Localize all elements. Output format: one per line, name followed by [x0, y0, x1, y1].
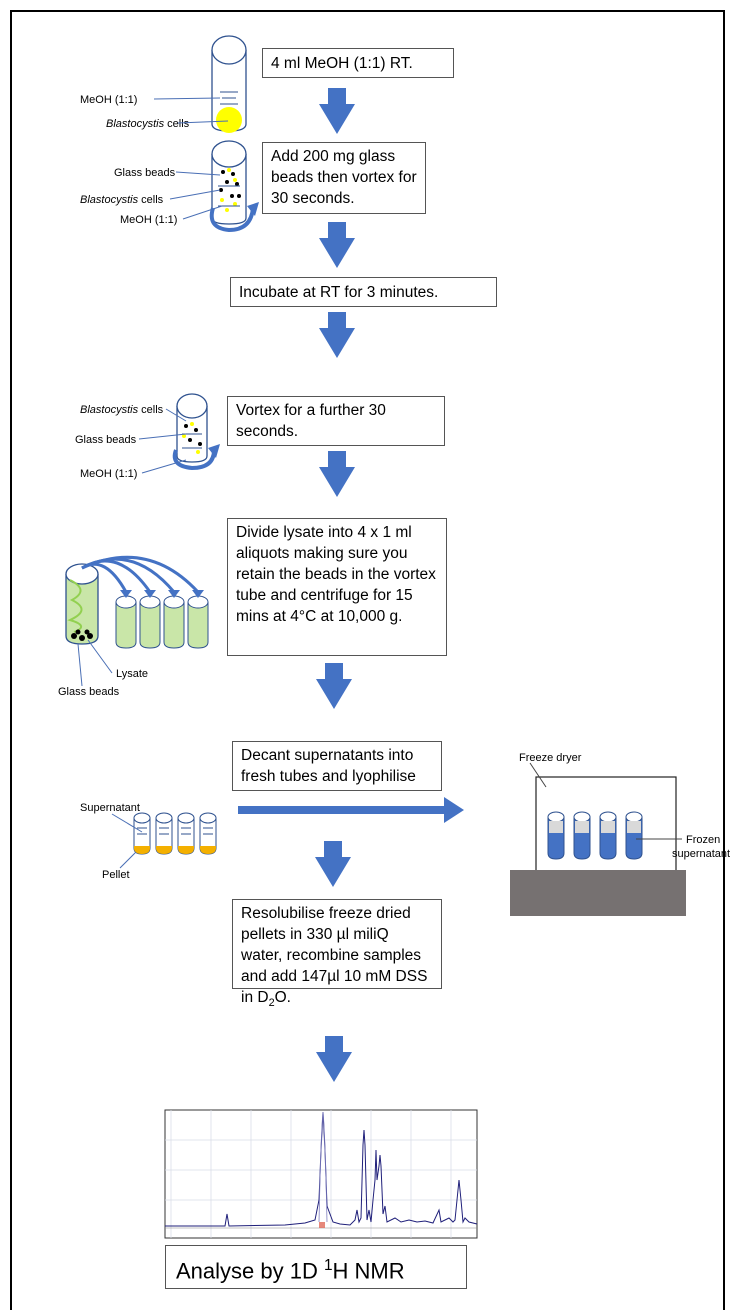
label-meoh-1: MeOH (1:1)	[80, 94, 138, 106]
step-text-resolubilise: Resolubilise freeze dried pellets in 330…	[241, 905, 428, 1006]
supernatant-pellet-tubes	[133, 812, 217, 855]
leader-lines-5	[111, 813, 143, 869]
down-arrow-4	[319, 451, 355, 497]
diagram-frame	[10, 10, 725, 1310]
step-box-add-beads: Add 200 mg glass beads then vortex for 3…	[262, 142, 426, 214]
step-text-meoh: 4 ml MeOH (1:1) RT.	[271, 55, 413, 72]
superscript-1: 1	[323, 1257, 333, 1274]
label-blasto-cells-3: Blastocystis cells	[80, 404, 164, 416]
step-box-nmr: Analyse by 1D 1H NMR	[165, 1245, 467, 1289]
label-lysate: Lysate	[116, 668, 149, 680]
tube-vortex-further	[172, 393, 220, 471]
leader-lines-2	[169, 171, 223, 220]
step-box-vortex: Vortex for a further 30 seconds.	[227, 396, 445, 446]
label-glass-beads-4: Glass beads	[58, 686, 120, 698]
label-freeze-dryer: Freeze dryer	[519, 752, 582, 764]
tube-glass-beads-vortex	[209, 140, 259, 233]
label-meoh-2: MeOH (1:1)	[120, 214, 178, 226]
leader-lines-3	[138, 408, 187, 474]
step-box-incubate: Incubate at RT for 3 minutes.	[230, 277, 497, 307]
step-text-vortex: Vortex for a further 30 seconds.	[236, 402, 386, 440]
label-glass-beads-3: Glass beads	[75, 434, 137, 446]
step-text-add-beads: Add 200 mg glass beads then vortex for 3…	[271, 148, 417, 207]
label-blasto-cells-2: Blastocystis cells	[80, 194, 164, 206]
down-arrow-6	[315, 841, 351, 887]
label-pellet: Pellet	[102, 869, 130, 881]
label-frozen-supernatant: supernatant	[672, 848, 731, 860]
leader-lines-4	[77, 639, 113, 687]
tube-meoh-cells	[211, 35, 247, 133]
down-arrow-1	[319, 88, 355, 134]
nmr-spectrum	[164, 1109, 478, 1239]
label-supernatant: Supernatant	[80, 802, 140, 814]
label-glass-beads-2: Glass beads	[114, 167, 176, 179]
right-arrow-to-freeze-dryer	[238, 797, 464, 823]
lysate-aliquot-tubes	[65, 555, 209, 649]
subscript-2: 2	[268, 997, 275, 1010]
down-arrow-2	[319, 222, 355, 268]
step-text-resolubilise-end: O.	[274, 989, 291, 1006]
leader-lines-1	[153, 97, 229, 124]
step-box-resolubilise: Resolubilise freeze dried pellets in 330…	[232, 899, 442, 1009]
step-box-meoh: 4 ml MeOH (1:1) RT.	[262, 48, 454, 78]
freeze-dryer	[510, 762, 686, 916]
step-box-divide: Divide lysate into 4 x 1 ml aliquots mak…	[227, 518, 447, 656]
step-text-nmr: Analyse by 1D	[176, 1258, 324, 1284]
label-meoh-3: MeOH (1:1)	[80, 468, 138, 480]
down-arrow-3	[319, 312, 355, 358]
label-frozen: Frozen	[686, 834, 721, 846]
step-text-incubate: Incubate at RT for 3 minutes.	[239, 284, 439, 301]
step-text-divide: Divide lysate into 4 x 1 ml aliquots mak…	[236, 524, 436, 625]
down-arrow-5	[316, 663, 352, 709]
step-box-decant: Decant supernatants into fresh tubes and…	[232, 741, 442, 791]
step-text-nmr-end: H NMR	[332, 1258, 405, 1284]
step-text-decant: Decant supernatants into fresh tubes and…	[241, 747, 416, 785]
down-arrow-7	[316, 1036, 352, 1082]
label-blasto-cells-1: Blastocystis cells	[106, 118, 190, 130]
